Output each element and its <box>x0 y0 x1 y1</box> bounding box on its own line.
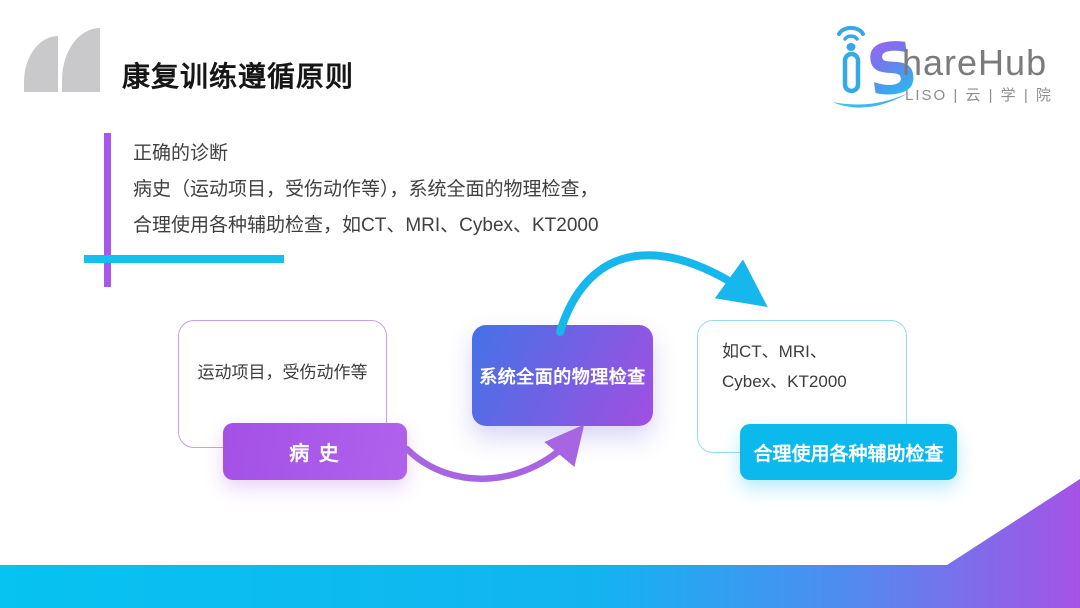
quote-mark-left <box>24 36 58 92</box>
quote-icon <box>24 28 100 92</box>
quote-mark-right <box>62 28 100 92</box>
footer-ribbon <box>0 479 1080 608</box>
accent-horizontal-bar <box>84 255 284 263</box>
wifi-i-icon <box>837 25 865 94</box>
intro-line-1: 正确的诊断 <box>133 143 229 164</box>
physical-exam-box: 系统全面的物理检查 <box>472 325 653 426</box>
logo-swash <box>832 92 910 108</box>
logo-wordmark: hareHub <box>902 42 1048 83</box>
intro-line-2: 病史（运动项目，受伤动作等），系统全面的物理检查， <box>133 179 599 200</box>
page-title: 康复训练遵循原则 <box>122 61 355 92</box>
arrow-history-to-physical <box>403 424 585 482</box>
logo-s-letter: S <box>861 25 922 113</box>
intro-line-3: 合理使用各种辅助检查，如CT、MRI、Cybex、KT2000 <box>133 215 599 236</box>
logo: S hareHub LISO | 云 | 学 | 院 <box>826 18 1071 118</box>
auxiliary-note-text: 如CT、MRI、Cybex、KT2000 <box>722 341 847 391</box>
logo-mark-icon: S <box>832 25 923 113</box>
history-label-pill: 病 史 <box>223 423 407 480</box>
intro-text: 正确的诊断 病史（运动项目，受伤动作等），系统全面的物理检查， 合理使用各种辅助… <box>133 136 693 244</box>
history-note-text: 运动项目，受伤动作等 <box>197 362 368 382</box>
accent-vertical-bar <box>104 133 111 287</box>
auxiliary-label-pill: 合理使用各种辅助检查 <box>740 424 957 480</box>
logo-tagline: LISO | 云 | 学 | 院 <box>905 87 1053 104</box>
